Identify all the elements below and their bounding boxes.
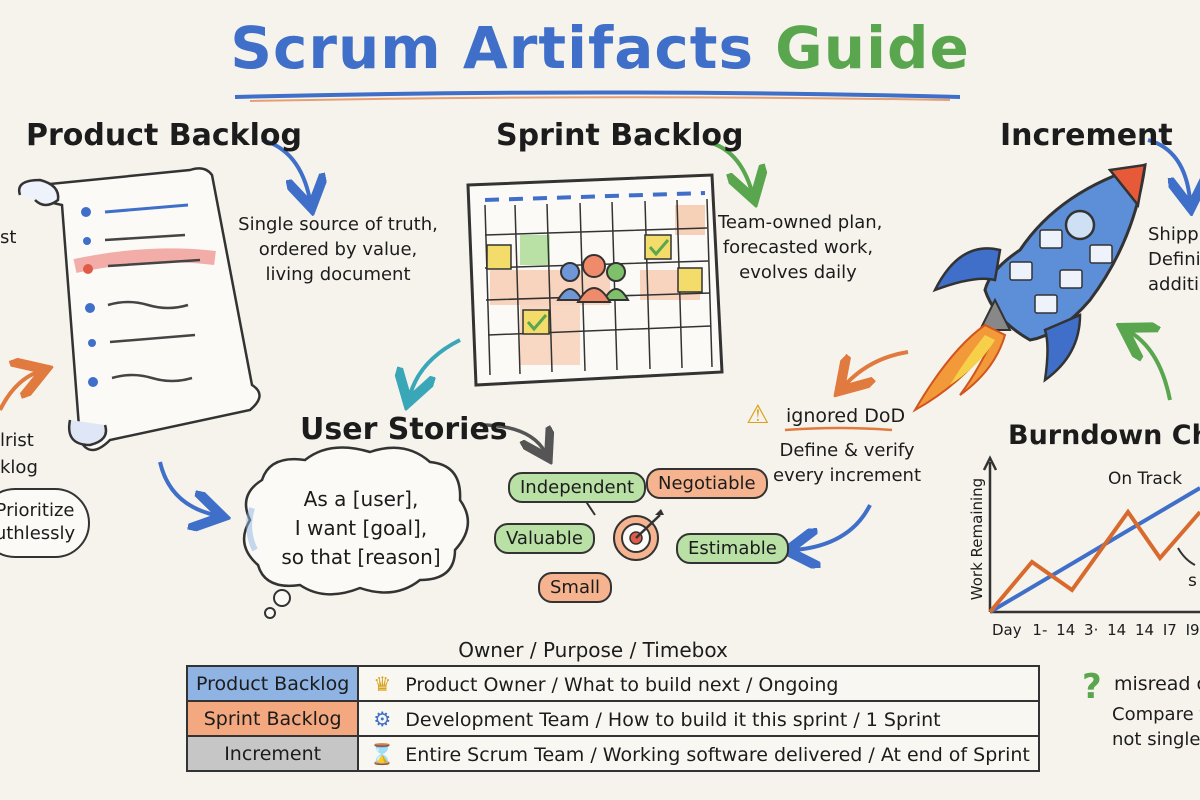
scroll-icon bbox=[17, 167, 261, 452]
product-backlog-heading: Product Backlog bbox=[26, 118, 303, 153]
user-stories-heading: User Stories bbox=[300, 412, 508, 447]
on-track-annotation: On Track bbox=[1108, 469, 1183, 489]
invest-chip-negotiable: Negotiable bbox=[646, 468, 768, 499]
artifact-details: ⚙Development Team / How to build it this… bbox=[357, 700, 1040, 737]
crown-icon: ♛ bbox=[373, 671, 392, 696]
table-row: Sprint Backlog ⚙Development Team / How t… bbox=[185, 700, 1040, 737]
burndown-chart bbox=[982, 455, 1200, 614]
increment-heading: Increment bbox=[1000, 118, 1173, 153]
misread-text: Compare t not single p bbox=[1112, 704, 1200, 750]
burndown-fragment: s bbox=[1188, 571, 1197, 591]
artifact-details: ⌛Entire Scrum Team / Working software de… bbox=[357, 735, 1040, 772]
invest-chip-estimable: Estimable bbox=[676, 533, 789, 564]
dod-warning-text: Define & verify every increment bbox=[772, 440, 922, 486]
sprint-backlog-heading: Sprint Backlog bbox=[496, 118, 744, 153]
side-fragment: st bbox=[0, 227, 17, 248]
warning-icon: ⚠ bbox=[746, 400, 770, 430]
burndown-x-labels: Day 1- 14 3· 14 14 I7 I9 I5 bbox=[992, 621, 1200, 639]
product-backlog-description: Single source of truth, ordered by value… bbox=[238, 214, 438, 285]
title-underline bbox=[234, 90, 961, 99]
artifact-details: ♛Product Owner / What to build next / On… bbox=[357, 665, 1040, 702]
page-title: Scrum Artifacts Guide bbox=[230, 14, 970, 82]
burndown-heading: Burndown Cha bbox=[1008, 420, 1200, 451]
table-header: Owner / Purpose / Timebox bbox=[458, 638, 728, 662]
table-row: Product Backlog ♛Product Owner / What to… bbox=[185, 665, 1040, 702]
rocket-icon bbox=[912, 162, 1147, 413]
side-fragment: klog bbox=[0, 457, 38, 478]
user-story-template: As a [user], I want [goal], so that [rea… bbox=[281, 487, 441, 569]
burndown-y-label: Work Remaining bbox=[968, 477, 986, 601]
prioritize-callout: Prioritize uthlessly bbox=[0, 488, 90, 558]
hourglass-icon: ⌛ bbox=[369, 741, 395, 766]
gear-icon: ⚙ bbox=[373, 706, 392, 731]
invest-chip-small: Small bbox=[538, 572, 612, 603]
target-icon bbox=[613, 509, 664, 561]
sprint-board bbox=[466, 173, 724, 387]
team-icon bbox=[556, 254, 630, 303]
misread-label: misread c bbox=[1114, 673, 1200, 695]
increment-description: Shipp Definiti additi bbox=[1148, 224, 1200, 295]
artifact-increment: Increment bbox=[185, 735, 360, 772]
question-icon: ? bbox=[1082, 667, 1102, 707]
invest-chip-independent: Independent bbox=[508, 472, 647, 503]
table-row: Increment ⌛Entire Scrum Team / Working s… bbox=[185, 735, 1040, 772]
sprint-backlog-description: Team-owned plan, forecasted work, evolve… bbox=[718, 212, 883, 283]
side-fragment: lrist bbox=[0, 430, 34, 451]
artifact-table: Product Backlog ♛Product Owner / What to… bbox=[185, 665, 1040, 772]
dod-warning-label: ignored DoD bbox=[786, 405, 906, 427]
artifact-sprint-backlog: Sprint Backlog bbox=[185, 700, 360, 737]
invest-chip-valuable: Valuable bbox=[494, 523, 595, 554]
artifact-product-backlog: Product Backlog bbox=[185, 665, 360, 702]
thought-cloud bbox=[242, 446, 469, 619]
